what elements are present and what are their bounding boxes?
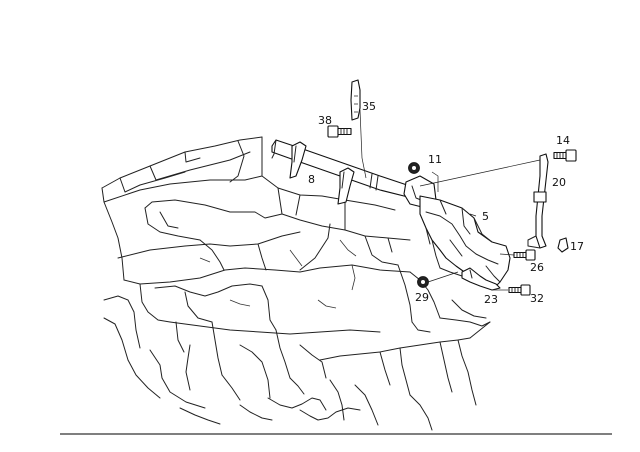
callout-20: 20 [552, 176, 566, 189]
bolt-32 [508, 284, 531, 296]
callout-29: 29 [415, 291, 429, 304]
callout-23: 23 [484, 293, 498, 306]
bolt-38 [327, 125, 352, 138]
bracket-23 [461, 267, 501, 291]
callout-labels: 35 38 11 14 8 20 5 17 26 29 23 32 [308, 100, 584, 306]
strap-35 [350, 79, 361, 121]
housing-bracket-5 [419, 195, 511, 289]
nut-29 [417, 276, 429, 288]
nut-11 [408, 162, 420, 174]
beam-clip-middle [337, 167, 355, 205]
callout-26: 26 [530, 261, 544, 274]
callout-17: 17 [570, 240, 584, 253]
callout-14: 14 [556, 134, 570, 147]
clip-17 [557, 237, 569, 253]
beam-clip-left [289, 141, 307, 179]
callout-32: 32 [530, 292, 544, 305]
vehicle-body-outline [101, 136, 491, 431]
bolt-14 [553, 149, 577, 162]
callout-35: 35 [362, 100, 376, 113]
callout-11: 11 [428, 153, 442, 166]
leader-lines [359, 109, 541, 291]
callout-8: 8 [308, 173, 315, 186]
callout-38: 38 [318, 114, 332, 127]
bolt-26 [513, 249, 536, 261]
callout-5: 5 [482, 210, 489, 223]
support-strap-20 [527, 153, 549, 249]
